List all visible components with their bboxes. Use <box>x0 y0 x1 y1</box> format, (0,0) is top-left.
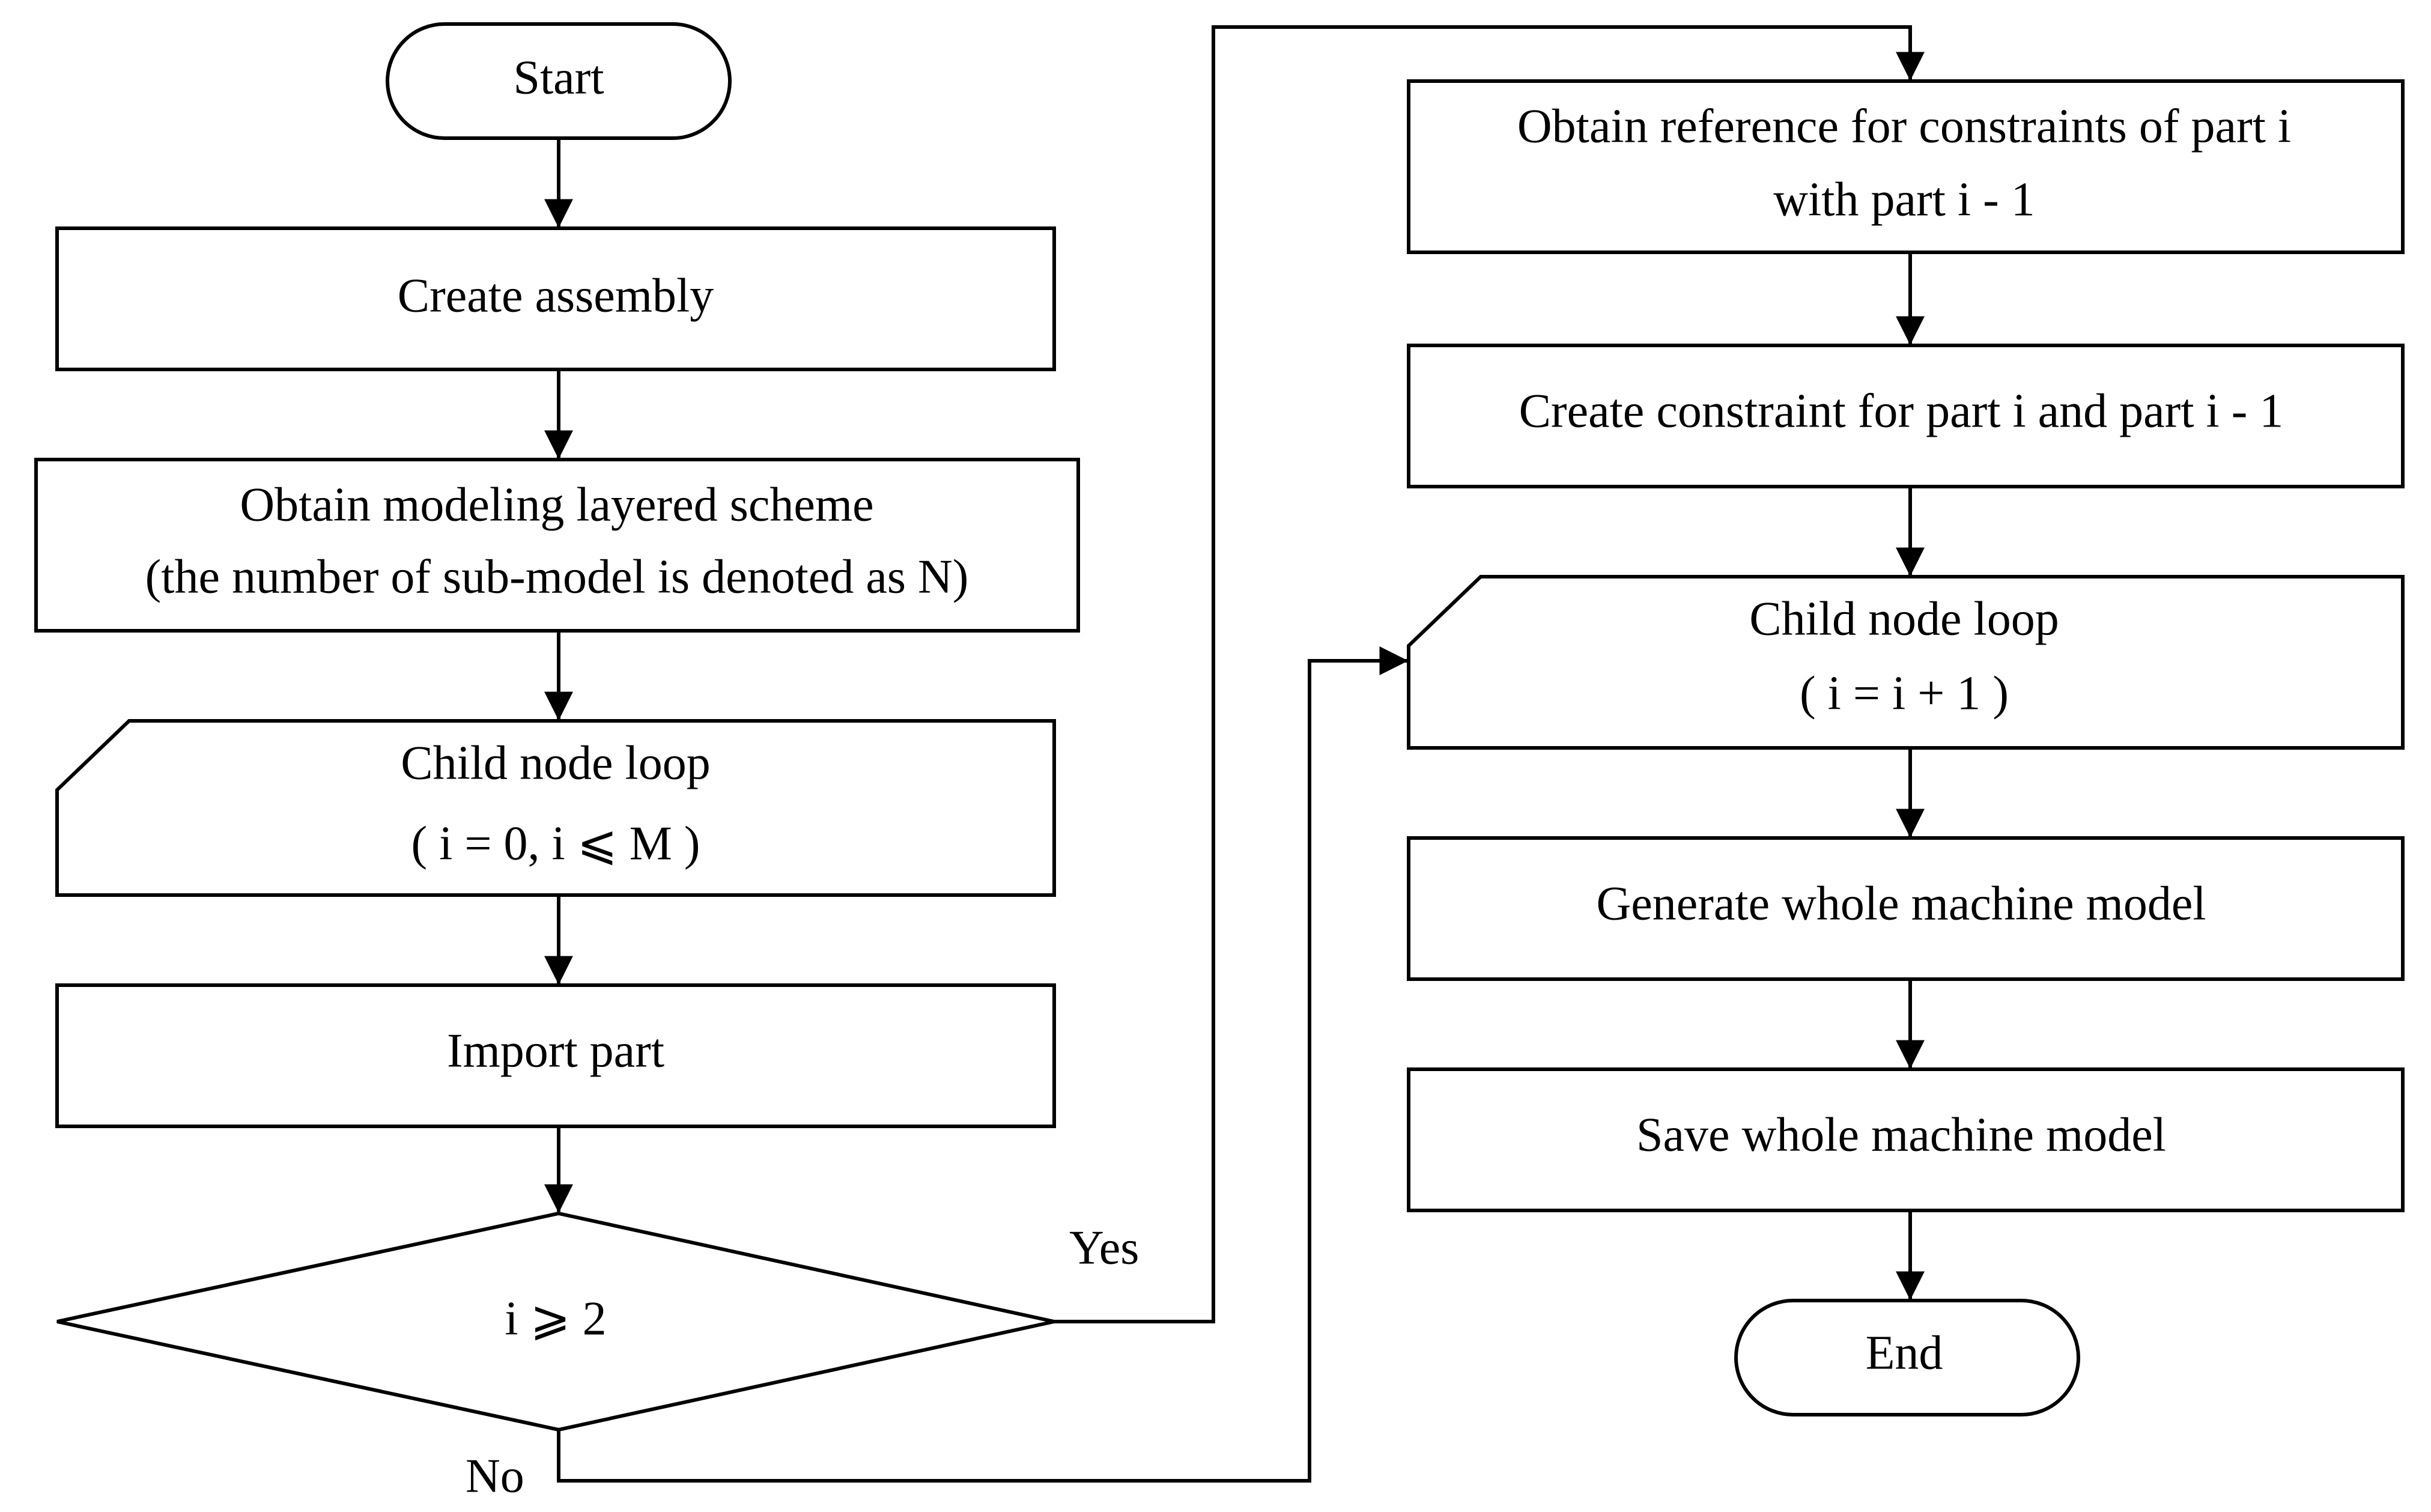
generate-model-label: Generate whole machine model <box>1596 877 2206 930</box>
obtain-scheme-label-line1: Obtain modeling layered scheme <box>240 478 873 531</box>
child-loop-left-label-line1: Child node loop <box>401 736 711 789</box>
child-loop-left-label-line2: ( i = 0, i ⩽ M ) <box>411 817 700 870</box>
obtain-reference-label-line2: with part i - 1 <box>1773 173 2035 226</box>
start-label: Start <box>513 51 604 104</box>
child-loop-right-label-line2: ( i = i + 1 ) <box>1800 667 2009 720</box>
end-terminator <box>1734 1299 2080 1416</box>
obtain-scheme-label-line2: (the number of sub-model is denoted as N… <box>145 550 969 603</box>
create-constraint-box <box>1407 344 2405 488</box>
obtain-reference-label-line1: Obtain reference for constraints of part… <box>1517 100 2291 153</box>
no-edge-label: No <box>466 1450 524 1502</box>
end-label: End <box>1866 1326 1943 1379</box>
yes-edge-label: Yes <box>1069 1221 1139 1274</box>
save-model-box <box>1407 1067 2405 1212</box>
create-assembly-label: Create assembly <box>398 269 714 322</box>
arrow-no-branch <box>557 646 1409 1483</box>
obtain-scheme-box <box>34 458 1080 633</box>
save-model-label: Save whole machine model <box>1636 1108 2166 1161</box>
decision-label: i ⩾ 2 <box>505 1292 606 1345</box>
import-part-box <box>55 983 1056 1128</box>
arrow-yes-branch <box>1054 25 1925 1323</box>
create-assembly-box <box>55 226 1056 371</box>
create-constraint-label: Create constraint for part i and part i … <box>1519 384 2284 437</box>
child-loop-right-shape <box>1407 575 2405 750</box>
child-loop-left-shape <box>55 719 1056 897</box>
child-loop-right-label-line1: Child node loop <box>1749 592 2059 645</box>
import-part-label: Import part <box>447 1024 664 1077</box>
obtain-reference-box <box>1407 79 2405 254</box>
generate-model-box <box>1407 836 2405 981</box>
